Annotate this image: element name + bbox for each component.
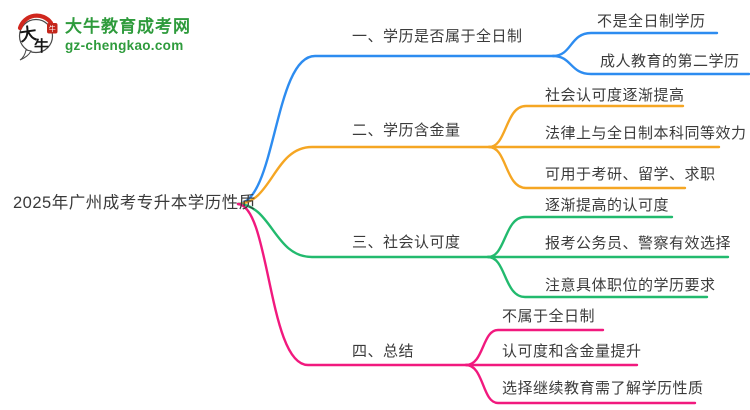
branch-4-node: 四、总结 — [352, 343, 415, 360]
branch-3-child-1-line — [486, 215, 674, 259]
branch-2-child-1-node: 社会认可度逐渐提高 — [545, 87, 685, 104]
root-node: 2025年广州成考专升本学历性质 — [13, 194, 256, 212]
svg-text:牛: 牛 — [34, 37, 49, 55]
site-name: 大牛教育成考网 — [65, 17, 191, 36]
branch-4-child-3-line — [464, 363, 697, 405]
branch-4-child-2-node: 认可度和含金量提升 — [502, 343, 642, 360]
branch-4-child-1-line — [464, 328, 605, 367]
branch-4-main-line — [236, 202, 468, 367]
branch-1-node: 一、学历是否属于全日制 — [352, 28, 523, 45]
branch-1-child-1-line — [551, 31, 719, 58]
bull-seal-logo-icon: 牛 大 牛 — [17, 13, 58, 61]
branch-1-child-1-node: 不是全日制学历 — [597, 13, 706, 30]
branch-2-node: 二、学历含金量 — [352, 122, 461, 139]
site-domain: gz-chengkao.com — [65, 38, 184, 53]
branch-3-child-2-node: 报考公务员、警察有效选择 — [545, 235, 732, 252]
branch-3-child-3-node: 注意具体职位的学历要求 — [545, 277, 716, 294]
branch-2-lines — [236, 104, 721, 206]
branch-2-child-2-node: 法律上与全日制本科同等效力 — [545, 125, 747, 142]
branch-2-child-3-line — [487, 145, 687, 190]
branch-4-child-3-node: 选择继续教育需了解学历性质 — [502, 380, 704, 397]
branch-3-node: 三、社会认可度 — [352, 234, 461, 251]
svg-text:牛: 牛 — [49, 24, 56, 33]
branch-2-child-1-line — [487, 104, 685, 149]
branch-2-child-3-node: 可用于考研、留学、求职 — [545, 166, 716, 183]
branch-3-main-line — [236, 202, 490, 259]
branch-1-child-2-line — [551, 54, 750, 76]
branch-4-lines — [236, 202, 697, 405]
branch-3-lines — [236, 202, 730, 299]
branch-3-child-1-node: 逐渐提高的认可度 — [545, 197, 670, 214]
svg-text:大: 大 — [18, 23, 38, 46]
branch-4-child-1-node: 不属于全日制 — [502, 308, 596, 325]
branch-1-main-line — [236, 54, 555, 206]
branch-1-child-2-node: 成人教育的第二学历 — [600, 53, 740, 70]
site-logo: 牛 大 牛 大牛教育成考网 gz-chengkao.com — [14, 9, 191, 61]
branch-1-lines — [236, 31, 750, 206]
branch-3-child-3-line — [486, 255, 709, 299]
branch-2-main-line — [236, 145, 491, 206]
